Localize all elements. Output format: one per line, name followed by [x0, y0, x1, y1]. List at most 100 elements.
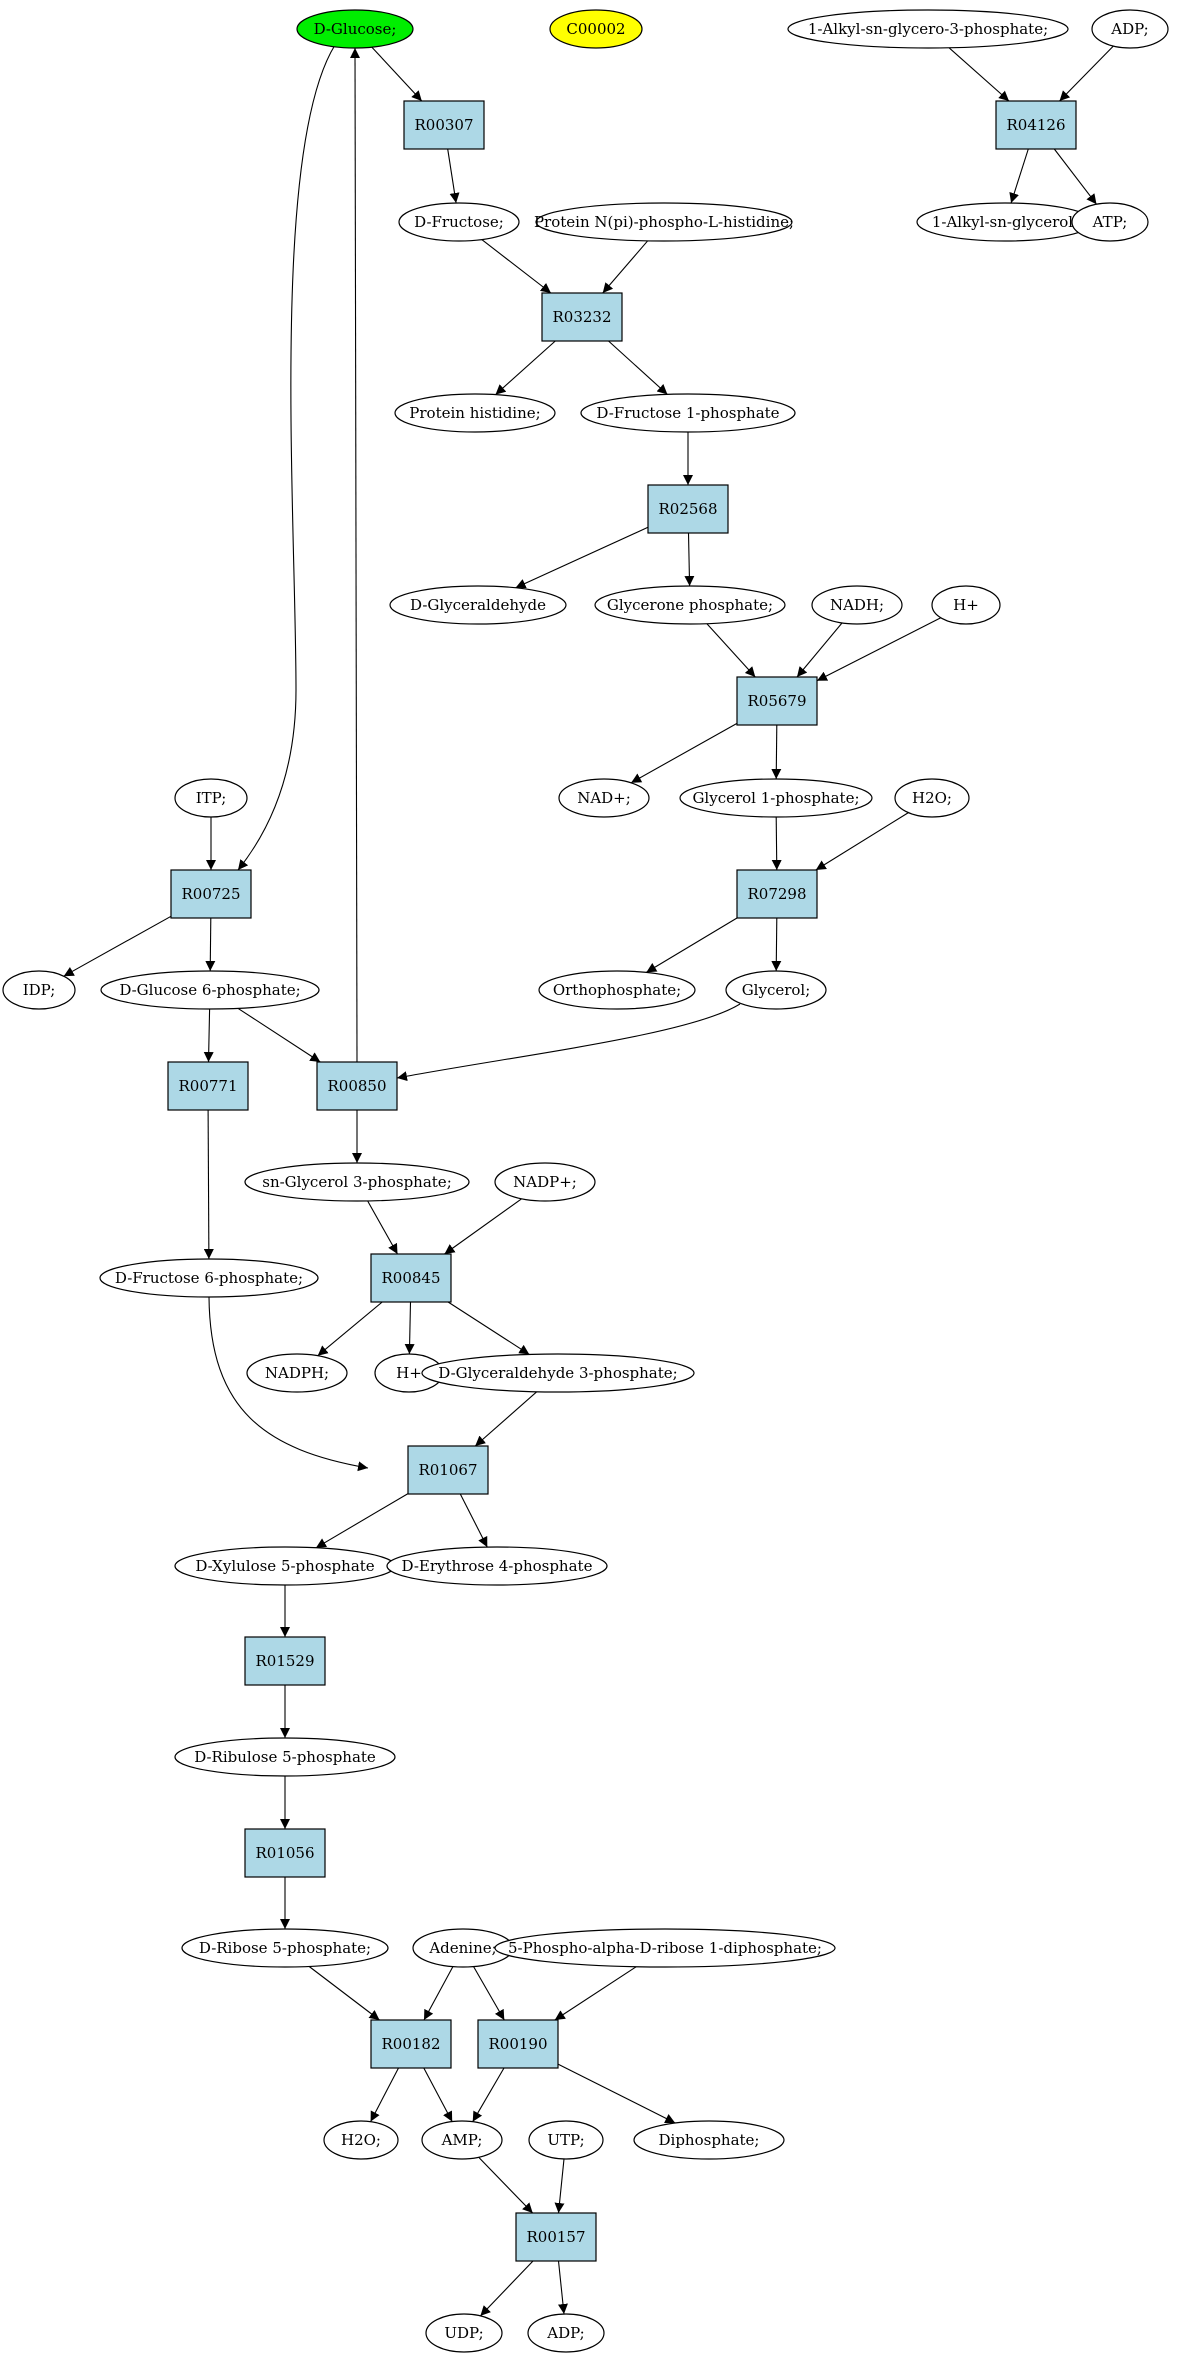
compound-label: IDP;: [23, 981, 56, 999]
compound-prpp[interactable]: 5-Phospho-alpha-D-ribose 1-diphosphate;: [494, 1928, 836, 1968]
compound-ortho[interactable]: Orthophosphate;: [538, 970, 696, 1010]
reaction-r00850[interactable]: R00850: [316, 1061, 398, 1111]
compound-nadpplus[interactable]: NADP+;: [494, 1162, 596, 1202]
reaction-r01529[interactable]: R01529: [244, 1636, 326, 1686]
compound-adenine[interactable]: Adenine;: [412, 1928, 514, 1968]
compound-adp1[interactable]: ADP;: [1091, 9, 1169, 49]
reaction-label: R01067: [418, 1461, 477, 1479]
compound-g1p[interactable]: Glycerol 1-phosphate;: [679, 778, 873, 818]
reaction-r01067[interactable]: R01067: [407, 1445, 489, 1495]
compound-label: C00002: [566, 20, 625, 38]
compound-label: D-Fructose 6-phosphate;: [115, 1269, 303, 1287]
compound-nadplus[interactable]: NAD+;: [558, 778, 650, 818]
compound-label: D-Glyceraldehyde 3-phosphate;: [438, 1364, 677, 1382]
compound-alkylglyc[interactable]: 1-Alkyl-sn-glycerol;: [916, 202, 1094, 242]
edge-glucose-to-R00307: [371, 46, 423, 102]
compound-h2o2[interactable]: H2O;: [323, 2120, 399, 2160]
reaction-r00845[interactable]: R00845: [370, 1253, 452, 1303]
reaction-r07298[interactable]: R07298: [736, 869, 818, 919]
compound-label: NADP+;: [513, 1173, 577, 1191]
compound-r5p[interactable]: D-Ribose 5-phosphate;: [181, 1928, 389, 1968]
reaction-r00307[interactable]: R00307: [403, 100, 485, 150]
edge-glycerol-to-R00850: [396, 1003, 741, 1082]
edge-R00845-to-hplus2: [404, 1301, 415, 1355]
compound-utp[interactable]: UTP;: [528, 2120, 604, 2160]
compound-diphosphate[interactable]: Diphosphate;: [633, 2120, 785, 2160]
compound-hplus1[interactable]: H+: [931, 585, 1001, 625]
compound-label: D-Xylulose 5-phosphate: [195, 1557, 374, 1575]
reaction-r00182[interactable]: R00182: [370, 2019, 452, 2069]
compound-dhap[interactable]: Glycerone phosphate;: [594, 585, 786, 625]
edge-amp-to-R00157: [478, 2156, 534, 2214]
compound-glycerol[interactable]: Glycerol;: [725, 970, 827, 1010]
compound-atp[interactable]: ATP;: [1071, 202, 1149, 242]
compound-label: 5-Phospho-alpha-D-ribose 1-diphosphate;: [508, 1939, 822, 1957]
compound-label: UTP;: [547, 2131, 584, 2149]
edge-R03232-to-prothis: [495, 340, 556, 396]
compound-label: D-Fructose 1-phosphate: [596, 404, 779, 422]
edge-R00845-to-gap: [447, 1301, 530, 1355]
reaction-r01056[interactable]: R01056: [244, 1828, 326, 1878]
reaction-label: R02568: [658, 500, 717, 518]
compound-alkylg3p[interactable]: 1-Alkyl-sn-glycero-3-phosphate;: [787, 9, 1069, 49]
reaction-label: R07298: [747, 885, 806, 903]
compound-adp2[interactable]: ADP;: [527, 2313, 605, 2353]
compound-f6p[interactable]: D-Fructose 6-phosphate;: [99, 1258, 319, 1298]
compound-label: Adenine;: [428, 1939, 496, 1957]
reaction-r00190[interactable]: R00190: [477, 2019, 559, 2069]
compound-fructose[interactable]: D-Fructose;: [398, 202, 520, 242]
edge-R05679-to-g1p: [771, 724, 782, 780]
edge-R07298-to-ortho: [646, 917, 738, 973]
compound-label: ADP;: [1110, 20, 1148, 38]
edge-f6p-to-R01067: [208, 1296, 369, 1472]
compound-nadh[interactable]: NADH;: [811, 585, 903, 625]
compound-ru5p[interactable]: D-Ribulose 5-phosphate: [174, 1737, 396, 1777]
compound-prothisp[interactable]: Protein N(pi)-phospho-L-histidine;: [534, 202, 794, 242]
reaction-label: R00771: [178, 1077, 237, 1095]
edge-R00182-to-h2o2: [370, 2067, 399, 2122]
edge-R00845-to-nadph: [317, 1301, 383, 1357]
compound-glyceraldehyde[interactable]: D-Glyceraldehyde: [389, 585, 567, 625]
compound-label: Orthophosphate;: [553, 981, 681, 999]
edge-h2o1-to-R07298: [815, 812, 909, 871]
edge-R02568-to-glyceraldehyde: [515, 526, 649, 589]
compound-label: H+: [953, 596, 979, 614]
reaction-r00725[interactable]: R00725: [170, 869, 252, 919]
compound-label: Glycerol;: [742, 981, 811, 999]
compound-nadph[interactable]: NADPH;: [246, 1353, 348, 1393]
compound-f1p[interactable]: D-Fructose 1-phosphate: [580, 393, 796, 433]
compound-x5p[interactable]: D-Xylulose 5-phosphate: [174, 1546, 396, 1586]
compound-g6p[interactable]: D-Glucose 6-phosphate;: [100, 970, 320, 1010]
reaction-label: R05679: [747, 692, 806, 710]
compound-e4p[interactable]: D-Erythrose 4-phosphate: [386, 1546, 608, 1586]
compound-label: NADH;: [830, 596, 884, 614]
compound-label: ITP;: [196, 789, 227, 807]
reaction-r00771[interactable]: R00771: [167, 1061, 249, 1111]
reaction-r00157[interactable]: R00157: [515, 2212, 597, 2262]
compound-hplus2[interactable]: H+: [374, 1353, 444, 1393]
compound-prothis[interactable]: Protein histidine;: [394, 393, 556, 433]
compound-gap[interactable]: D-Glyceraldehyde 3-phosphate;: [421, 1353, 695, 1393]
edge-sng3p-to-R00845: [367, 1200, 398, 1255]
compound-label: NADPH;: [265, 1364, 329, 1382]
compound-c00002[interactable]: C00002: [549, 9, 643, 49]
edge-alkylg3p-to-R04126: [948, 47, 1010, 102]
compound-idp[interactable]: IDP;: [2, 970, 76, 1010]
reaction-r05679[interactable]: R05679: [736, 676, 818, 726]
compound-label: D-Ribose 5-phosphate;: [199, 1939, 371, 1957]
reaction-r04126[interactable]: R04126: [995, 100, 1077, 150]
edge-R01067-to-x5p: [315, 1493, 409, 1549]
edge-g6p-to-R00850: [237, 1007, 321, 1063]
compound-h2o1[interactable]: H2O;: [894, 778, 970, 818]
compound-glucose[interactable]: D-Glucose;: [296, 9, 414, 49]
edge-R07298-to-glycerol: [771, 917, 782, 972]
compound-amp[interactable]: AMP;: [421, 2120, 503, 2160]
reaction-r03232[interactable]: R03232: [541, 292, 623, 342]
compound-udp[interactable]: UDP;: [425, 2313, 503, 2353]
compound-sng3p[interactable]: sn-Glycerol 3-phosphate;: [244, 1162, 470, 1202]
reaction-r02568[interactable]: R02568: [647, 484, 729, 534]
edge-hplus1-to-R05679: [816, 617, 942, 682]
compound-itp[interactable]: ITP;: [174, 778, 248, 818]
compound-label: AMP;: [441, 2131, 483, 2149]
